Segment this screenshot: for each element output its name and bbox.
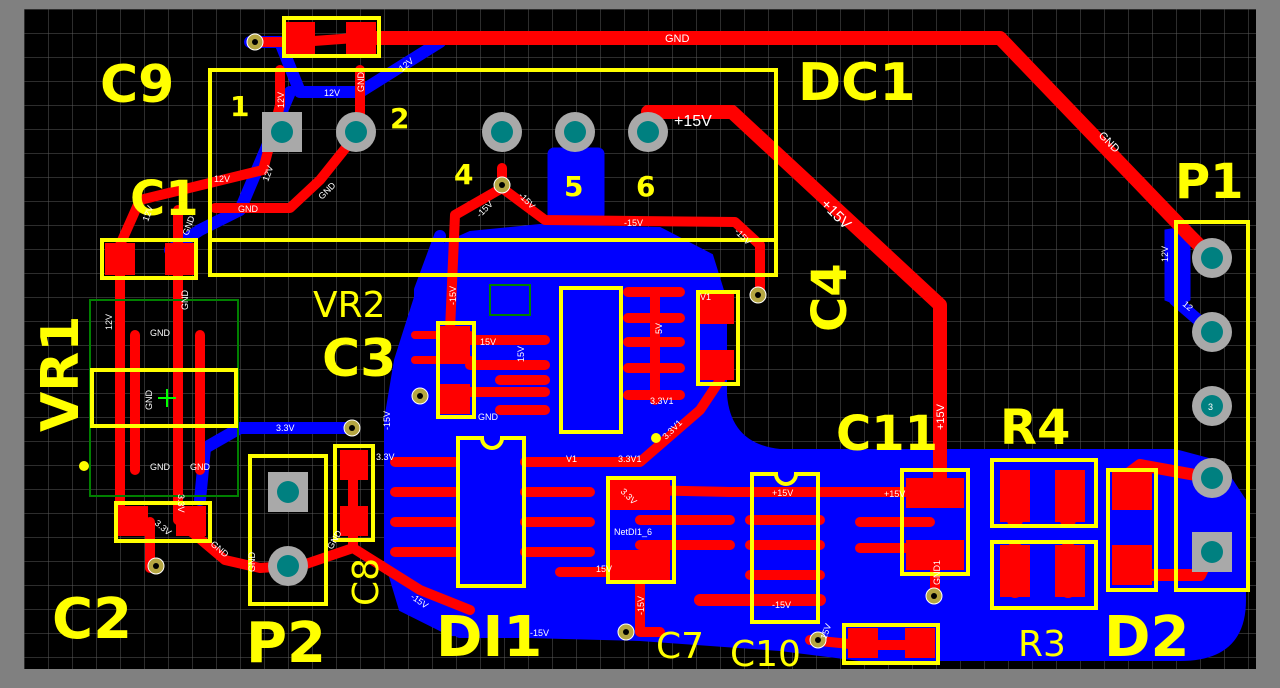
designator-p2: P2 bbox=[246, 611, 326, 676]
dc1-outline bbox=[208, 68, 778, 277]
net-label-12v-b: 12V bbox=[276, 92, 286, 108]
net-label-pos15-vert: +15V bbox=[935, 403, 947, 430]
net-label-pos15-c11: +15V bbox=[884, 489, 905, 499]
c2-outline bbox=[114, 501, 212, 543]
dc1-pin2-label: 2 bbox=[390, 102, 409, 135]
net-label-gnd-vr1-c: GND bbox=[150, 462, 171, 472]
net-label-neg15-f: -15V bbox=[382, 411, 392, 430]
net-label-v1: V1 bbox=[566, 454, 577, 464]
dc1-pin1-label: 1 bbox=[230, 90, 249, 123]
p1-outline bbox=[1174, 220, 1250, 592]
designator-c10: C10 bbox=[730, 634, 801, 675]
designator-c3: C3 bbox=[322, 329, 396, 389]
designator-vr2: VR2 bbox=[313, 285, 386, 326]
designator-c1: C1 bbox=[130, 171, 199, 227]
designator-d2: D2 bbox=[1104, 605, 1189, 670]
di1-outline bbox=[456, 436, 526, 588]
vr2-outline bbox=[559, 286, 623, 434]
net-label-neg15-e: -15V bbox=[448, 286, 458, 305]
c7-bottom-outline bbox=[842, 623, 940, 665]
net-label-neg15-i: -15V bbox=[772, 600, 791, 610]
designator-di1: DI1 bbox=[436, 605, 542, 670]
net-label-pos15-c10: +15V bbox=[772, 488, 793, 498]
c3-outline bbox=[436, 321, 476, 419]
net-label-gnd-vr1: GND bbox=[180, 290, 190, 311]
designator-labels[interactable]: C9 DC1 C1 P1 VR2 C3 C11 R4 C2 P2 DI1 C7 … bbox=[31, 53, 1244, 676]
net-label-12v-e: 12V bbox=[214, 174, 230, 184]
net-label-gnd-c9: GND bbox=[356, 72, 366, 93]
net-label-3v3-b: 3.3V bbox=[176, 494, 186, 513]
p2-outline bbox=[248, 454, 328, 606]
designator-r4: R4 bbox=[1000, 400, 1070, 456]
pin-number-labels: 1 2 4 5 6 3 bbox=[230, 90, 1213, 412]
r3-outline bbox=[990, 540, 1098, 610]
designator-c7: C7 bbox=[656, 626, 704, 667]
designator-r3: R3 bbox=[1018, 624, 1066, 665]
net-label-gnd-vr1-a: GND bbox=[150, 328, 171, 338]
net-label-12-p1: 12 bbox=[1181, 299, 1195, 313]
net-label-5v: 5V bbox=[654, 323, 664, 334]
designator-c8: C8 bbox=[346, 558, 387, 606]
designator-dc1: DC1 bbox=[798, 53, 916, 113]
through-hole-pads[interactable] bbox=[262, 112, 1232, 586]
dc1-pin5-label: 5 bbox=[564, 170, 583, 203]
vr1-pin1-dot bbox=[79, 461, 89, 471]
designator-vr1: VR1 bbox=[31, 316, 91, 432]
net-label-gnd-dc1: GND bbox=[238, 204, 259, 214]
net-label-gnd-p2: GND bbox=[247, 552, 257, 573]
net-label-15v-di: 15V bbox=[596, 564, 612, 574]
net-label-netdi1-6: NetDI1_6 bbox=[614, 527, 652, 537]
c8-outline bbox=[333, 444, 375, 542]
dc1-pin6-label: 6 bbox=[636, 170, 655, 203]
c9-outline bbox=[282, 16, 381, 58]
d2-outline bbox=[1106, 468, 1158, 592]
c1-outline bbox=[100, 238, 198, 280]
c10-outline bbox=[750, 472, 820, 624]
netdi1-cap-outline bbox=[606, 476, 676, 584]
c4-outline bbox=[696, 290, 740, 386]
net-label-neg15-h: -15V bbox=[530, 628, 549, 638]
net-label-gnd-top: GND bbox=[665, 33, 690, 45]
net-label-12v-p1: 12V bbox=[1160, 246, 1170, 262]
net-label-3v3-c8: 3.3V bbox=[376, 452, 395, 462]
designator-c4: C4 bbox=[802, 263, 858, 332]
vr2-pin1-dot bbox=[651, 433, 661, 443]
net-label-gnd-vr1-d: GND bbox=[190, 462, 211, 472]
designator-p1: P1 bbox=[1175, 154, 1244, 210]
r4-outline bbox=[990, 458, 1098, 528]
designator-c2: C2 bbox=[52, 587, 132, 652]
vr1-origin-marker bbox=[158, 389, 176, 407]
net-label-12v-c: 12V bbox=[324, 88, 340, 98]
net-label-15v-vr2-b: 15V bbox=[516, 346, 526, 362]
dc1-pin4-label: 4 bbox=[454, 158, 473, 191]
c11-outline bbox=[900, 468, 970, 576]
net-label-v1-c4: V1 bbox=[700, 292, 711, 302]
net-label-neg15-c: -15V bbox=[624, 218, 643, 228]
net-label-3v3: 3.3V bbox=[276, 423, 295, 433]
net-label-pos15-dc1: +15V bbox=[674, 113, 712, 130]
silkscreen-outlines bbox=[90, 16, 1250, 665]
net-label-neg15-j: -15V bbox=[636, 596, 646, 615]
net-label-gnd1: GND1 bbox=[932, 560, 942, 585]
designator-c9: C9 bbox=[100, 55, 174, 115]
net-label-gnd-vr1-b: GND bbox=[144, 390, 154, 411]
net-label-3v3-1-c: 3.3V1 bbox=[618, 454, 642, 464]
designator-c11: C11 bbox=[836, 406, 938, 462]
p1-pin3-label: 3 bbox=[1208, 402, 1213, 412]
top-smd-pads[interactable] bbox=[105, 22, 1152, 658]
net-label-12v-vr1: 12V bbox=[104, 314, 114, 330]
net-label-15v-vr2: 15V bbox=[480, 337, 496, 347]
net-label-3v3-1-a: 3.3V1 bbox=[650, 396, 674, 406]
net-label-gnd-vr2: GND bbox=[478, 412, 499, 422]
vr1-body bbox=[90, 368, 238, 428]
via-holes bbox=[153, 39, 937, 643]
